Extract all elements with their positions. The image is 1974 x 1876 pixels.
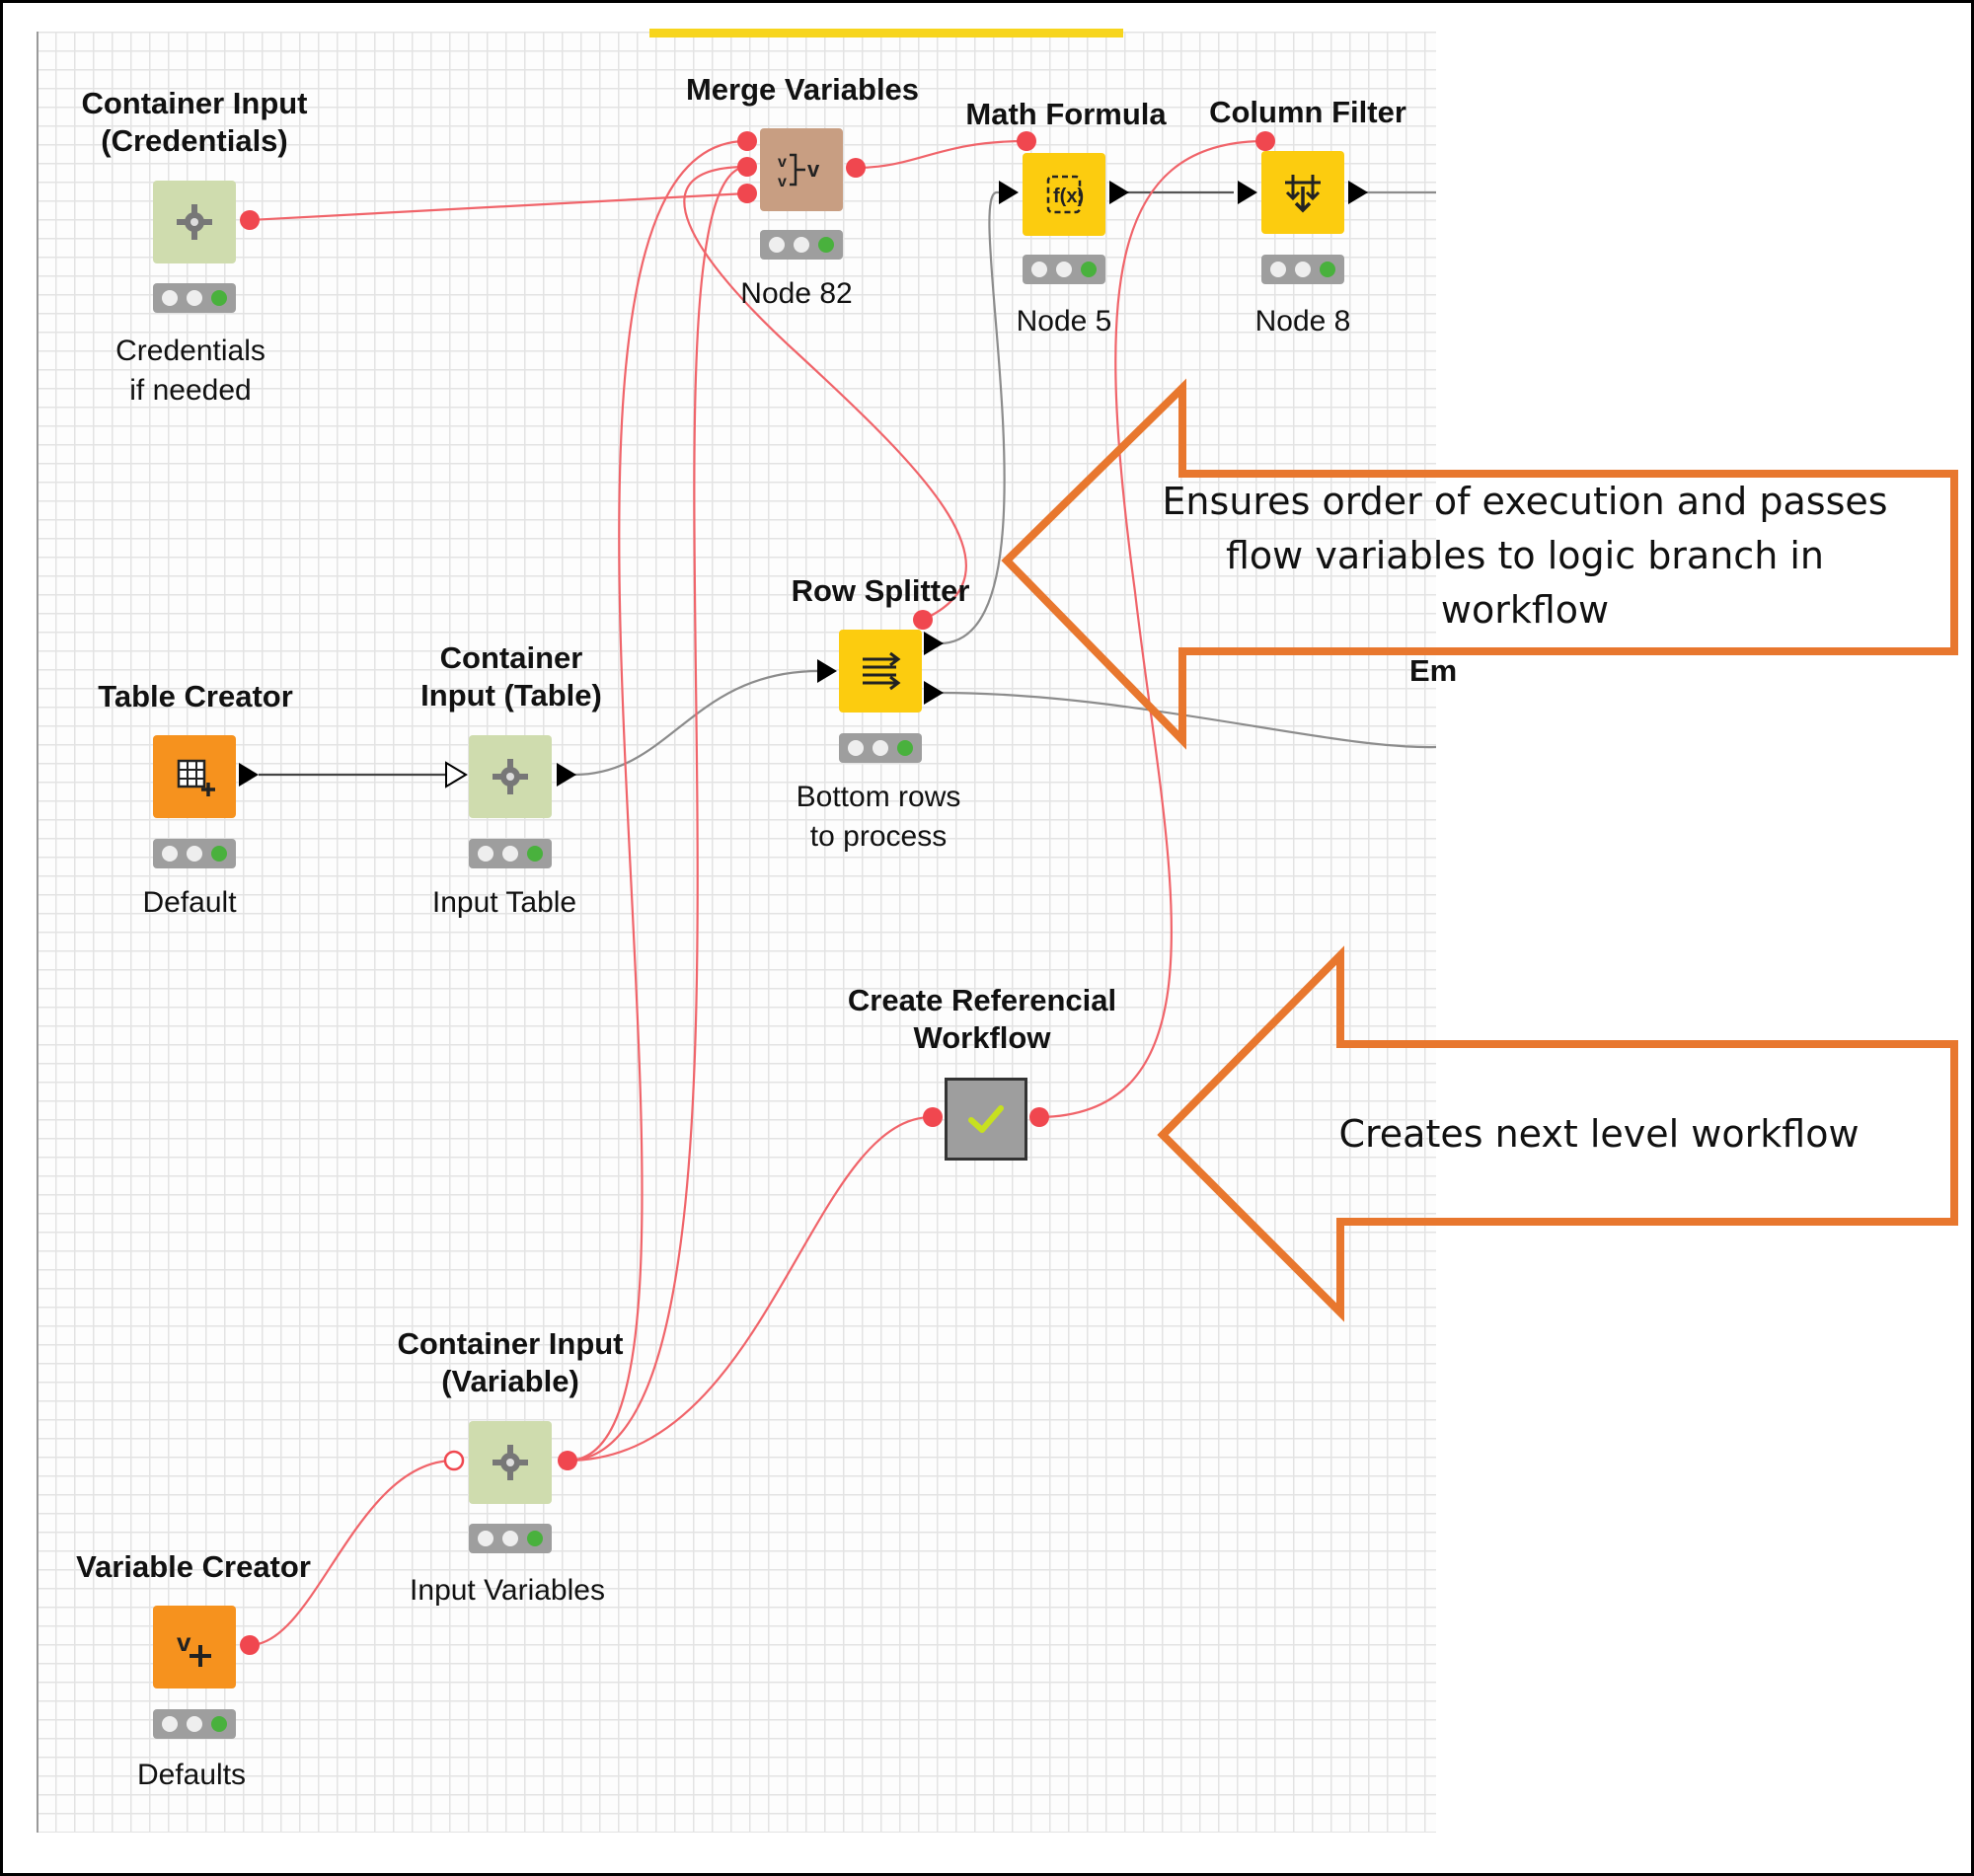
node-label-math-formula: Node 5 — [1016, 305, 1112, 338]
node-title-table-creator: Table Creator — [98, 679, 293, 713]
column-filter-node[interactable] — [1261, 151, 1344, 234]
node-status-merge-variables — [760, 230, 843, 260]
node-status-column-filter — [1261, 255, 1344, 284]
svg-text:v: v — [807, 157, 820, 182]
node-status-row-splitter — [839, 733, 922, 763]
gear-icon — [177, 204, 212, 240]
formula-icon: f(x) — [1046, 175, 1084, 214]
gear-icon — [493, 1445, 528, 1480]
row-splitter-node[interactable] — [839, 630, 922, 713]
svg-text:v: v — [778, 174, 787, 190]
node-status-credentials — [153, 283, 236, 313]
partial-node-title: Em — [1409, 653, 1458, 688]
node-title-variable-creator: Variable Creator — [76, 1549, 311, 1584]
node-label-container-variable: Input Variables — [410, 1574, 605, 1607]
column-filter-icon — [1285, 175, 1321, 213]
node-label-variable-creator: Defaults — [136, 1759, 247, 1791]
math-formula-node[interactable]: f(x) — [1023, 153, 1105, 236]
create-referencial-workflow-node[interactable] — [945, 1078, 1027, 1161]
svg-text:v: v — [778, 154, 787, 171]
node-label-container-table: Input Table — [431, 886, 577, 919]
callout-create-text: Creates next level workflow — [1338, 1112, 1860, 1156]
variable-creator-node[interactable]: v — [153, 1606, 236, 1688]
node-status-container-variable — [469, 1524, 552, 1553]
node-title-credentials: Container Input (Credentials) — [81, 86, 308, 158]
svg-text:f(x): f(x) — [1053, 186, 1084, 207]
node-title-row-splitter: Row Splitter — [791, 573, 970, 608]
row-splitter-icon — [863, 651, 901, 691]
node-title-container-table: Container Input (Table) — [420, 640, 602, 713]
node-title-create-referencial-workflow: Create Referencial Workflow — [847, 983, 1117, 1055]
table-icon — [177, 759, 215, 796]
node-label-credentials: Credentials if needed — [115, 335, 266, 407]
selection-highlight-bar — [649, 29, 1123, 38]
container-input-variable-node[interactable] — [469, 1421, 552, 1504]
node-title-math-formula: Math Formula — [965, 97, 1167, 131]
svg-text:v: v — [177, 1627, 191, 1657]
variable-plus-icon: v — [177, 1627, 211, 1667]
checkmark-icon — [968, 1105, 1004, 1133]
node-label-column-filter: Node 8 — [1254, 305, 1351, 338]
node-status-math-formula — [1023, 255, 1105, 284]
merge-variables-icon: vvv — [778, 153, 820, 190]
canvas-left-edge — [37, 32, 38, 1833]
node-status-table-creator — [153, 839, 236, 868]
container-input-credentials-node[interactable] — [153, 181, 236, 263]
node-label-merge-variables: Node 82 — [740, 277, 853, 310]
node-title-column-filter: Column Filter — [1209, 95, 1406, 129]
callout-order-text: Ensures order of execution and passes fl… — [1162, 480, 1888, 632]
node-status-variable-creator — [153, 1709, 236, 1739]
container-input-table-node[interactable] — [469, 735, 552, 818]
node-title-merge-variables: Merge Variables — [685, 72, 920, 107]
table-creator-node[interactable] — [153, 735, 236, 818]
node-title-container-variable: Container Input (Variable) — [397, 1326, 624, 1398]
gear-icon — [493, 759, 528, 794]
node-label-row-splitter: Bottom rows to process — [796, 781, 961, 853]
node-status-container-table — [469, 839, 552, 868]
node-label-table-creator: Default — [142, 886, 237, 919]
